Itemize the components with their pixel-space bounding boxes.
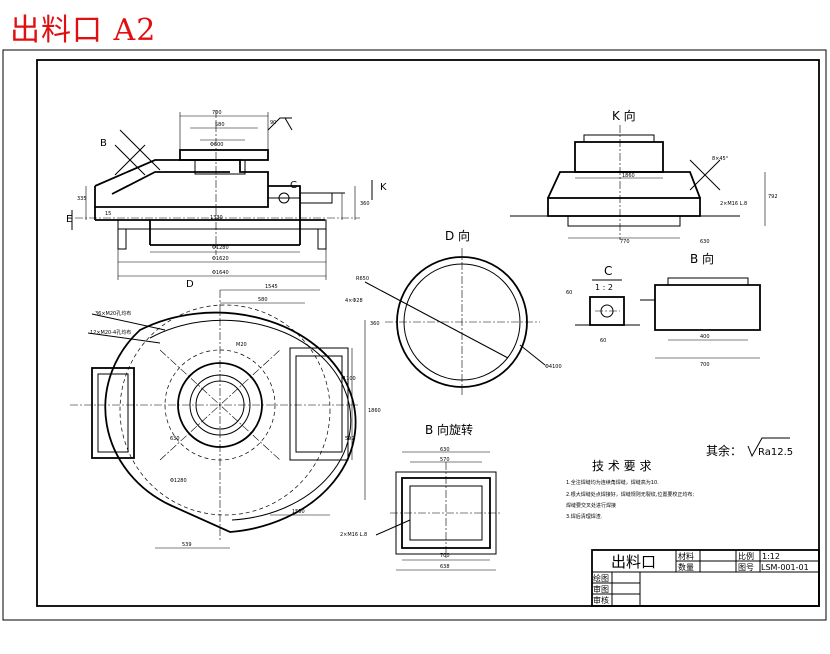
svg-text:15: 15 [105,211,111,217]
svg-text:材料: 材料 [678,551,694,561]
svg-text:592: 592 [345,436,355,442]
svg-text:E: E [66,214,72,225]
svg-text:1330: 1330 [210,215,223,221]
svg-text:90: 90 [270,120,276,126]
svg-text:360: 360 [360,201,370,207]
svg-text:Φ4100: Φ4100 [545,364,562,370]
svg-text:1860: 1860 [622,173,635,179]
tech-title: 技 术 要 求 [592,459,651,473]
front-view: B E C K 700 580 Φ600 Φ1280 Φ1620 Φ1640 1… [66,110,387,280]
svg-text:792: 792 [768,194,778,200]
svg-text:12×M20-4孔均布: 12×M20-4孔均布 [90,329,131,336]
scale-value: 1:12 [762,552,780,561]
svg-text:B: B [100,138,107,149]
roughness-note: 其余： Ra12.5 [706,437,793,458]
svg-text:700: 700 [700,362,710,368]
plan-view: 1545 580 539 1550 1860 1100 592 D 36×M20… [70,279,381,549]
svg-text:3.焊后清理焊渣.: 3.焊后清理焊渣. [566,513,603,520]
svg-text:580: 580 [215,122,225,128]
svg-text:36×M20孔均布: 36×M20孔均布 [95,310,131,317]
svg-text:580: 580 [258,297,268,303]
svg-text:8×45°: 8×45° [712,156,729,162]
svg-text:B 向旋转: B 向旋转 [425,422,473,437]
sheet-title: 出料口 A2 [10,13,157,48]
svg-text:638: 638 [440,564,450,570]
svg-text:审图: 审图 [593,584,609,594]
svg-text:D: D [186,279,194,290]
inner-frame [36,59,820,607]
svg-text:Φ1640: Φ1640 [212,270,229,276]
svg-text:2×M16 L.8: 2×M16 L.8 [720,201,747,207]
b-view: B 向 400 700 [640,251,761,368]
svg-text:1.全注焊缝均为连续角焊缝，焊缝高为10.: 1.全注焊缝均为连续角焊缝，焊缝高为10. [566,479,659,486]
svg-text:4×Φ28: 4×Φ28 [345,298,363,304]
svg-text:1545: 1545 [265,284,278,290]
svg-text:1550: 1550 [292,509,305,515]
svg-text:335: 335 [77,196,87,202]
svg-text:Φ1280: Φ1280 [212,245,229,251]
c-view: C 1 : 2 60 60 [566,264,640,344]
svg-text:630: 630 [700,239,710,245]
svg-text:630: 630 [170,436,180,442]
svg-text:M20: M20 [236,342,247,348]
svg-text:比例: 比例 [738,551,754,561]
d-view: D 向 R650 Φ4100 360 [356,228,562,395]
svg-text:570: 570 [440,457,450,463]
svg-text:770: 770 [620,239,630,245]
svg-text:审核: 审核 [593,595,609,605]
svg-text:B 向: B 向 [690,251,714,266]
svg-text:Ra12.5: Ra12.5 [758,447,793,458]
svg-text:700: 700 [440,553,450,559]
svg-text:2×M16 L.8: 2×M16 L.8 [340,532,367,538]
svg-text:R650: R650 [356,276,369,282]
k-view: K 向 770 1860 792 8×45° 2×M16 L.8 630 [510,108,778,245]
svg-text:1860: 1860 [368,408,381,414]
svg-text:图号: 图号 [738,563,754,572]
svg-text:539: 539 [182,542,192,548]
svg-text:C: C [604,264,612,278]
svg-text:其余：: 其余： [706,443,742,458]
svg-text:D 向: D 向 [445,228,470,243]
svg-text:Φ1280: Φ1280 [170,478,187,484]
svg-text:绘图: 绘图 [593,573,609,583]
svg-text:700: 700 [212,110,222,116]
svg-text:C: C [290,180,297,191]
svg-text:360: 360 [370,321,380,327]
part-name: 出料口 [611,553,656,571]
svg-text:K: K [380,182,387,193]
svg-text:2.根大焊缝处点焊接好，焊缝规则无裂纹,位置要校正均布;: 2.根大焊缝处点焊接好，焊缝规则无裂纹,位置要校正均布; [566,491,694,498]
svg-text:1 : 2: 1 : 2 [595,283,613,292]
svg-text:1100: 1100 [343,376,356,382]
tech-requirements: 技 术 要 求 1.全注焊缝均为连续角焊缝，焊缝高为10. 2.根大焊缝处点焊接… [566,459,694,520]
svg-text:Φ1620: Φ1620 [212,256,229,262]
svg-text:630: 630 [440,447,450,453]
svg-text:焊缝要交叉处进行焊接: 焊缝要交叉处进行焊接 [566,502,616,509]
title-block: 出料口 材料 数量 比例 1:12 图号 LSM-001-01 绘图 审图 审核 [591,549,820,607]
svg-text:K 向: K 向 [612,108,636,123]
outer-frame [2,49,827,621]
svg-text:400: 400 [700,334,710,340]
svg-text:60: 60 [600,338,606,344]
b-rotated-view: B 向旋转 630 570 700 638 2×M16 L.8 [340,422,500,571]
svg-text:数量: 数量 [678,562,694,572]
drawing-number: LSM-001-01 [761,563,809,572]
svg-text:Φ600: Φ600 [210,142,223,148]
svg-text:60: 60 [566,290,572,296]
